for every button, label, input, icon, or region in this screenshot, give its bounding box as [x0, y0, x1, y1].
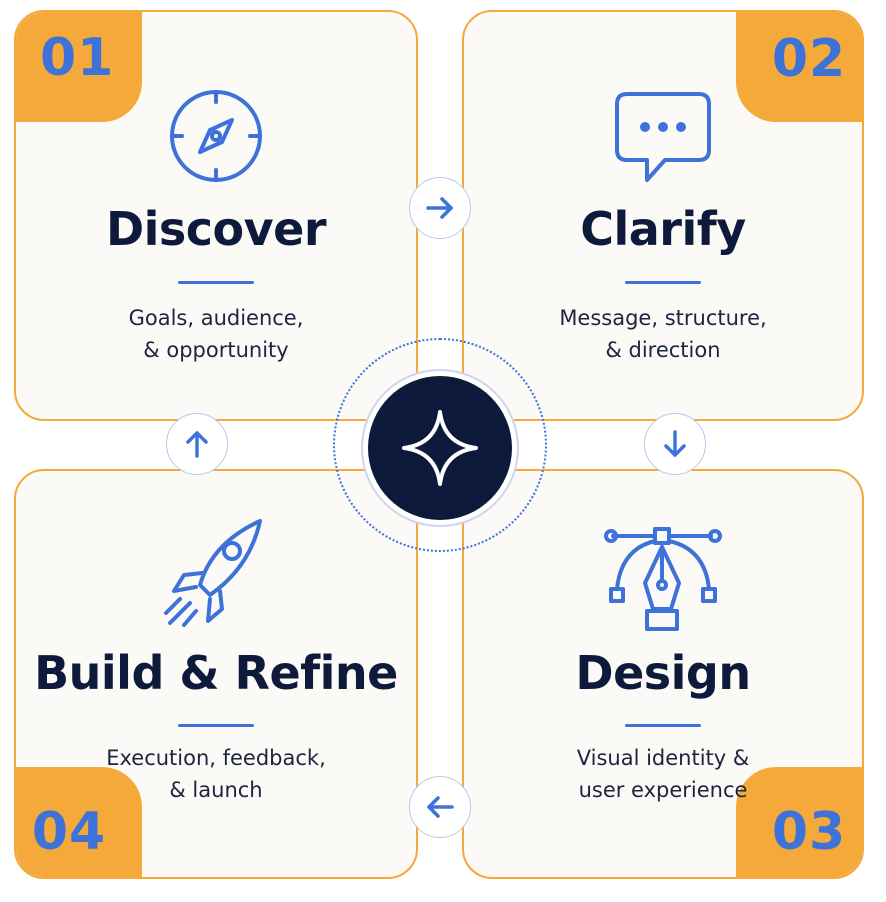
step-description-line-1: Message, structure,	[559, 306, 767, 330]
pen-tool-icon	[604, 527, 722, 631]
step-number-badge: 04	[16, 767, 142, 877]
connector-arrow-01-02	[409, 177, 471, 239]
step-description: Message, structure, & direction	[464, 302, 862, 366]
step-number-badge: 03	[736, 767, 862, 877]
center-dotted-ring	[333, 338, 547, 552]
connector-arrow-02-03	[644, 413, 706, 475]
sparkle-star-icon	[402, 410, 478, 486]
connector-arrow-03-04	[409, 776, 471, 838]
step-description-line-1: Execution, feedback,	[106, 746, 326, 770]
step-title: Design	[575, 646, 751, 700]
arrow-left-icon	[427, 796, 454, 818]
compass-icon	[170, 90, 262, 182]
step-number-badge: 02	[736, 12, 862, 122]
rocket-icon	[164, 519, 262, 627]
title-underline	[178, 281, 254, 284]
step-title: Discover	[105, 202, 327, 256]
step-description-line-2: & launch	[169, 778, 263, 802]
title-underline	[625, 281, 701, 284]
step-description: Visual identity & user experience	[464, 742, 862, 806]
step-title: Build & Refine	[34, 646, 398, 700]
step-card-discover: 01 Discover Goals, audience, & opportuni…	[14, 10, 418, 421]
chat-bubble-icon	[615, 92, 711, 182]
step-description-line-1: Visual identity &	[576, 746, 750, 770]
step-card-design: 03 Design Visual identity & user experie…	[462, 469, 864, 879]
step-description: Execution, feedback, & launch	[16, 742, 416, 806]
step-title: Clarify	[580, 202, 746, 256]
step-number-badge: 01	[16, 12, 142, 122]
step-description-line-2: & opportunity	[143, 338, 289, 362]
step-description-line-1: Goals, audience,	[128, 306, 304, 330]
connector-arrow-04-01	[166, 413, 228, 475]
arrow-right-icon	[426, 197, 453, 219]
center-hub	[361, 369, 519, 527]
step-card-clarify: 02 Clarify Message, structure, & directi…	[462, 10, 864, 421]
title-underline	[178, 724, 254, 727]
arrow-down-icon	[664, 430, 686, 457]
step-description-line-2: user experience	[578, 778, 748, 802]
step-card-build-refine: 04 Build & Refine Execution, feedback, &…	[14, 469, 418, 879]
title-underline	[625, 724, 701, 727]
step-description: Goals, audience, & opportunity	[16, 302, 416, 366]
step-description-line-2: & direction	[605, 338, 721, 362]
arrow-up-icon	[186, 431, 208, 458]
center-hub-core	[368, 376, 512, 520]
